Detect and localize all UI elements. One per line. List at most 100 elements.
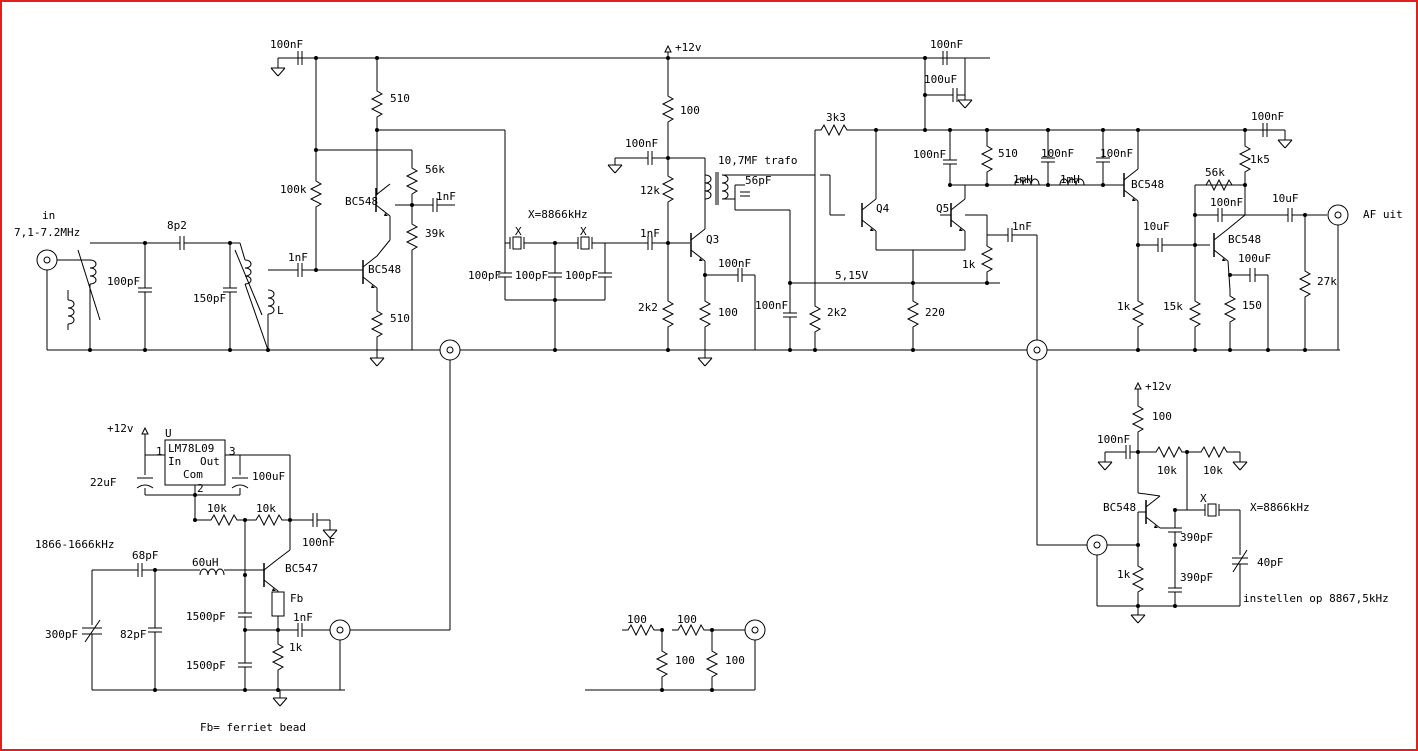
label-r-1k5: 1k5: [1250, 153, 1270, 166]
label-pin3: 3: [229, 445, 236, 458]
bfo: [1086, 382, 1248, 624]
label-q-bc548-1: BC548: [345, 195, 378, 208]
first-stage: [270, 50, 505, 631]
label-r-100k: 100k: [280, 183, 307, 196]
label-pin2: 2: [197, 482, 204, 495]
label-c-xf-1: 100pF: [468, 269, 501, 282]
label-vcc-3: +12v: [1145, 380, 1172, 393]
label-c-150pf: 150pF: [193, 292, 226, 305]
label-q3: Q3: [706, 233, 719, 246]
label-c-100nf-2: 100nF: [625, 137, 658, 150]
label-c-1nf-1: 1nF: [436, 190, 456, 203]
input-section: [36, 235, 355, 351]
label-c-100nf-6: 100nF: [913, 148, 946, 161]
label-l-1mh-2: 1mH: [1060, 173, 1080, 186]
regulator: [136, 427, 338, 575]
label-c-68pf: 68pF: [132, 549, 159, 562]
label-q-bc548-5: BC548: [1103, 501, 1136, 514]
product-detector: [790, 124, 1285, 546]
label-c-100uf-1: 100uF: [924, 73, 957, 86]
label-vcc-2: +12v: [107, 422, 134, 435]
label-c-8p2: 8p2: [167, 219, 187, 232]
label-r-2k2-2: 2k2: [827, 306, 847, 319]
label-c-1500pf-1: 1500pF: [186, 610, 226, 623]
label-q5: Q5: [936, 202, 949, 215]
label-c-10uf-2: 10uF: [1272, 192, 1299, 205]
label-ic-out: Out: [200, 455, 220, 468]
label-fb: Fb: [290, 592, 303, 605]
component-labels: in 7,1-7.2MHz 8p2 100pF 150pF L 100nF 51…: [14, 38, 1403, 734]
audio-filter: [1014, 130, 1210, 350]
label-r-56k-2: 56k: [1205, 166, 1225, 179]
label-r-1k-e: 1k: [1117, 300, 1131, 313]
label-band: 7,1-7.2MHz: [14, 226, 80, 239]
label-r-100-att4: 100: [725, 654, 745, 667]
label-xtal-2: X=8866kHz: [1250, 501, 1310, 514]
label-c-1nf-5: 1nF: [293, 611, 313, 624]
label-c-100nf-9: 100nF: [1210, 196, 1243, 209]
label-c-100nf-11: 100nF: [302, 536, 335, 549]
label-r-100-att3: 100: [675, 654, 695, 667]
af-amplifier: [1189, 122, 1349, 350]
label-c-22uf: 22uF: [90, 476, 117, 489]
label-pin1: 1: [156, 445, 163, 458]
label-c-10uf-1: 10uF: [1143, 220, 1170, 233]
label-ic-name: LM78L09: [168, 442, 214, 455]
label-r-1k-vfo: 1k: [289, 641, 303, 654]
label-in: in: [42, 209, 55, 222]
label-r-150: 150: [1242, 299, 1262, 312]
label-trafo: 10,7MF trafo: [718, 154, 797, 167]
label-c-100uf-2: 100uF: [1238, 252, 1271, 265]
label-r-100-2: 100: [718, 306, 738, 319]
label-r-100-att1: 100: [627, 613, 647, 626]
label-c-100nf-5: 100nF: [930, 38, 963, 51]
label-c-100nf-top: 100nF: [270, 38, 303, 51]
label-r-10k-2: 10k: [256, 502, 276, 515]
label-vcc-1: +12v: [675, 41, 702, 54]
label-c-100nf-3: 100nF: [718, 257, 751, 270]
label-v-515: 5,15V: [835, 269, 868, 282]
label-r-510-bot: 510: [390, 312, 410, 325]
label-xtal-1: X=8866kHz: [528, 208, 588, 221]
label-c-300pf: 300pF: [45, 628, 78, 641]
label-c-1500pf-2: 1500pF: [186, 659, 226, 672]
vfo: [82, 549, 351, 707]
label-c-100nf-10: 100nF: [1251, 110, 1284, 123]
label-c-100nf-4: 100nF: [755, 299, 788, 312]
label-r-220: 220: [925, 306, 945, 319]
label-c-100nf-8: 100nF: [1100, 147, 1133, 160]
attenuator: [585, 619, 766, 691]
label-r-10k-4: 10k: [1203, 464, 1223, 477]
label-r-100-att2: 100: [677, 613, 697, 626]
label-ic-in: In: [168, 455, 181, 468]
supply-decoupling: [924, 50, 993, 185]
label-bfo-note: instellen op 8867,5kHz: [1243, 592, 1389, 605]
label-r-1k-bfo: 1k: [1117, 568, 1131, 581]
label-r-39k: 39k: [425, 227, 445, 240]
label-l: L: [277, 304, 284, 317]
label-r-510-2: 510: [998, 147, 1018, 160]
label-c-40pf: 40pF: [1257, 556, 1284, 569]
trafo: [704, 172, 810, 350]
label-ic-com: Com: [183, 468, 203, 481]
label-l-60uh: 60uH: [192, 556, 219, 569]
label-r-15k: 15k: [1163, 300, 1183, 313]
label-r-56k-1: 56k: [425, 163, 445, 176]
label-x-3: X: [1200, 492, 1207, 505]
label-r-100-bfo: 100: [1152, 410, 1172, 423]
label-c-1nf-4: 1nF: [1012, 220, 1032, 233]
label-u: U: [165, 427, 172, 440]
label-c-xf-2: 100pF: [515, 269, 548, 282]
label-r-100-1: 100: [680, 104, 700, 117]
label-r-1k-q5: 1k: [962, 258, 976, 271]
label-c-1nf-2: 1nF: [288, 251, 308, 264]
crystal-filter: [497, 130, 661, 350]
label-af-out: AF uit: [1363, 208, 1403, 221]
label-vfo-range: 1866-1666kHz: [35, 538, 114, 551]
label-c-100uf-3: 100uF: [252, 470, 285, 483]
label-r-510-top: 510: [390, 92, 410, 105]
label-q-bc547: BC547: [285, 562, 318, 575]
if-stage: [607, 89, 756, 367]
label-fb-note: Fb= ferriet bead: [200, 721, 306, 734]
